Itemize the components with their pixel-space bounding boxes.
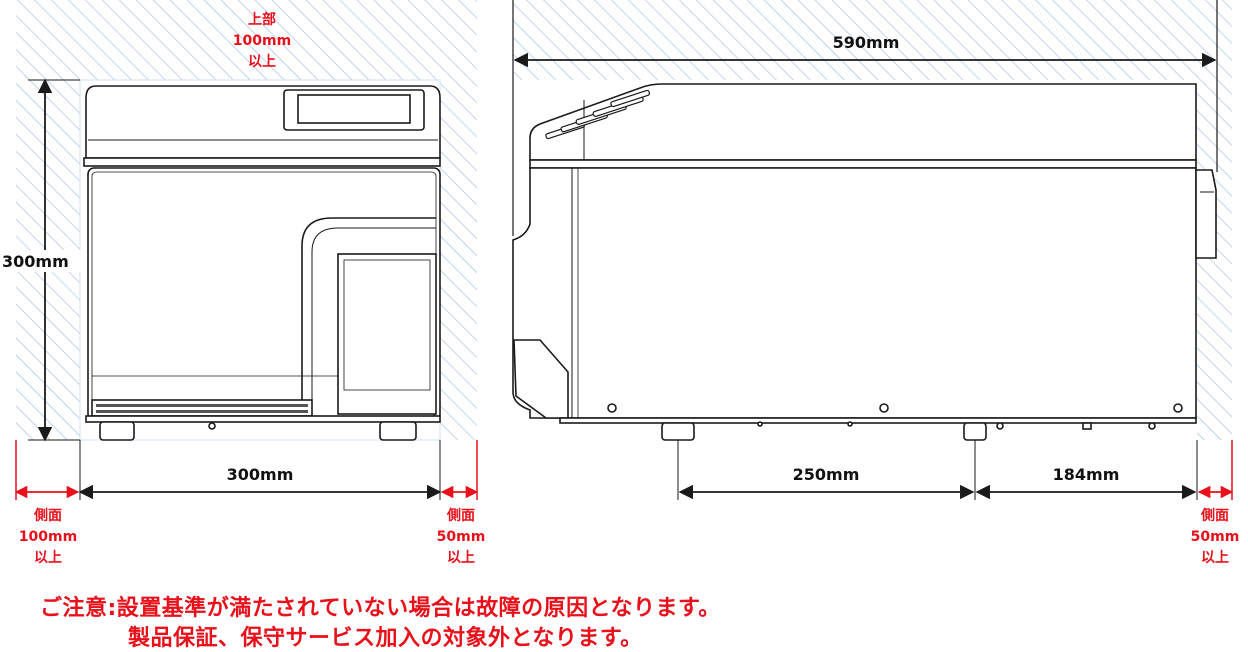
side-clearance-zone — [513, 0, 1232, 440]
right-clearance-line3: 以上 — [447, 550, 475, 566]
depth-dimension-label: 590mm — [833, 33, 900, 52]
front-device-drawing — [83, 85, 441, 441]
right-clearance-line2: 50mm — [437, 529, 486, 545]
top-clearance-line2: 100mm — [233, 33, 291, 49]
rear-offset-label: 184mm — [1053, 465, 1120, 484]
side-device-drawing — [512, 83, 1217, 441]
left-clearance-line3: 以上 — [34, 550, 62, 566]
top-clearance-line3: 以上 — [248, 54, 276, 70]
rear-clearance-line1: 側面 — [1200, 507, 1229, 524]
rear-clearance-line3: 以上 — [1201, 550, 1229, 566]
notice-line-1: ご注意:設置基準が満たされていない場合は故障の原因となります。 — [40, 596, 721, 621]
width-dimension-label: 300mm — [227, 465, 294, 484]
top-clearance-line1: 上部 — [248, 11, 276, 28]
foot-spacing-label: 250mm — [793, 465, 860, 484]
left-clearance-line1: 側面 — [33, 507, 62, 524]
front-view: 上部 100mm 以上 300mm 300mm 側面 100mm 以上 側面 5… — [0, 0, 485, 566]
left-clearance-line2: 100mm — [19, 529, 77, 545]
front-vent-slots — [96, 404, 308, 413]
rear-clearance-line2: 50mm — [1191, 529, 1240, 545]
right-clearance-line1: 側面 — [446, 507, 475, 524]
front-clearance-zone — [16, 0, 477, 440]
side-view: 590mm — [512, 0, 1240, 566]
height-dimension-label: 300mm — [2, 252, 69, 271]
notice-line-2: 製品保証、保守サービス加入の対象外となります。 — [128, 626, 643, 651]
